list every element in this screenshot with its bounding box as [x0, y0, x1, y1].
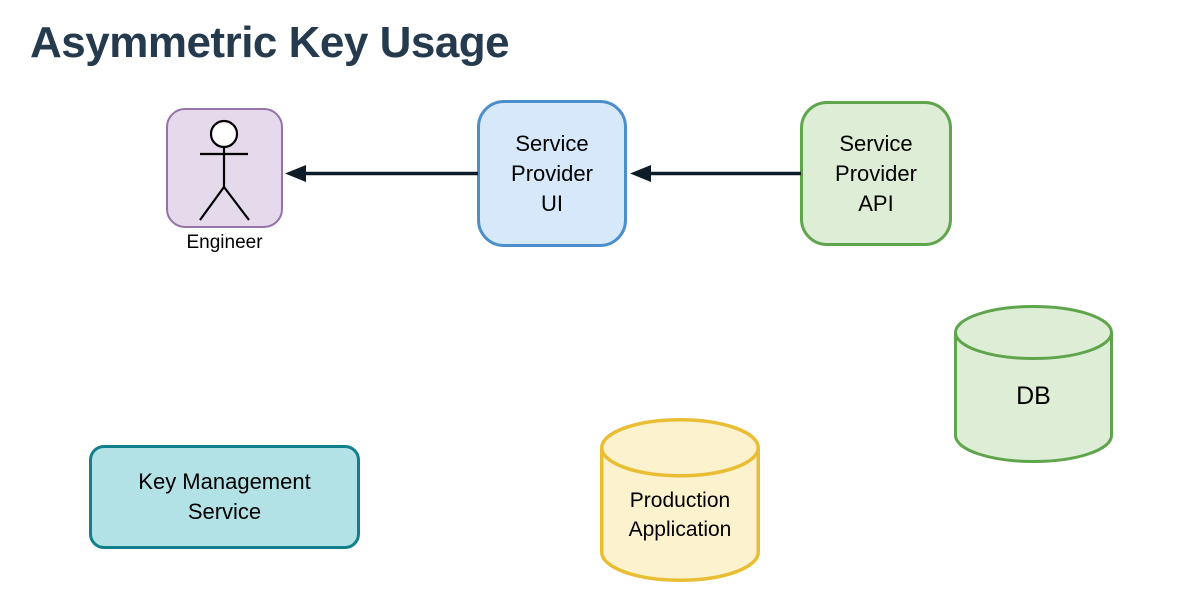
- node-db[interactable]: DB: [954, 305, 1113, 463]
- node-key-management-service[interactable]: Key Management Service: [89, 445, 360, 549]
- node-production-application-label: Production Application: [628, 489, 732, 541]
- node-engineer-label: Engineer: [186, 232, 263, 253]
- node-service-provider-api-label: Service Provider API: [835, 130, 917, 216]
- person-icon: [198, 119, 250, 221]
- node-production-application[interactable]: Production Application: [600, 418, 760, 582]
- arrow-api-to-ui[interactable]: [628, 161, 801, 186]
- node-service-provider-ui[interactable]: Service Provider UI: [477, 100, 627, 247]
- node-db-label: DB: [1016, 382, 1051, 410]
- arrow-ui-to-engineer[interactable]: [283, 161, 478, 186]
- node-service-provider-ui-label: Service Provider UI: [511, 130, 593, 216]
- node-engineer[interactable]: [166, 108, 283, 228]
- node-service-provider-api[interactable]: Service Provider API: [800, 101, 952, 246]
- diagram-title: Asymmetric Key Usage: [30, 18, 510, 67]
- database-cylinder-icon: [600, 418, 760, 582]
- node-key-management-service-label: Key Management Service: [138, 469, 311, 524]
- database-cylinder-icon: [954, 305, 1113, 463]
